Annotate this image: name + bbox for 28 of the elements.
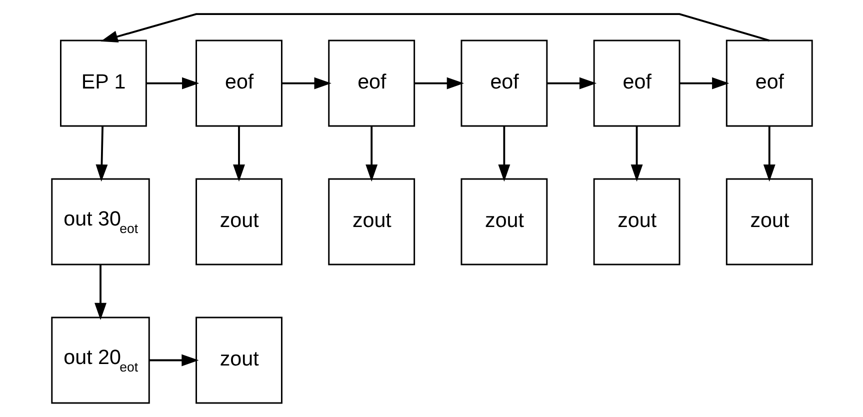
node-box: out 20$_{eot}$ <box>50 316 150 404</box>
arrow <box>630 126 642 182</box>
node-box: eof <box>592 40 680 127</box>
arrow <box>95 126 108 182</box>
node-box: zout <box>592 178 680 266</box>
arrow <box>94 264 106 320</box>
arrow <box>146 77 199 90</box>
arrow <box>282 77 331 90</box>
arrow <box>546 77 596 90</box>
arrow <box>679 77 729 90</box>
node-box: zout <box>195 178 282 266</box>
node-box: eof <box>460 40 548 127</box>
arrow <box>100 13 770 42</box>
arrow <box>148 354 198 366</box>
arrow <box>762 126 775 182</box>
arrow <box>232 126 244 182</box>
arrow <box>414 77 464 90</box>
arrow <box>498 126 510 182</box>
node-box: eof <box>725 40 812 127</box>
node-box: zout <box>460 178 548 266</box>
node-box: eof <box>328 40 415 127</box>
node-box: out 30$_{eot}$ <box>50 178 150 266</box>
node-box: zout <box>195 316 282 404</box>
node-box: eof <box>195 40 282 127</box>
node-box: zout <box>328 178 415 266</box>
arrow <box>365 126 378 182</box>
node-box: EP 1 <box>60 40 146 127</box>
node-box: zout <box>725 178 812 266</box>
